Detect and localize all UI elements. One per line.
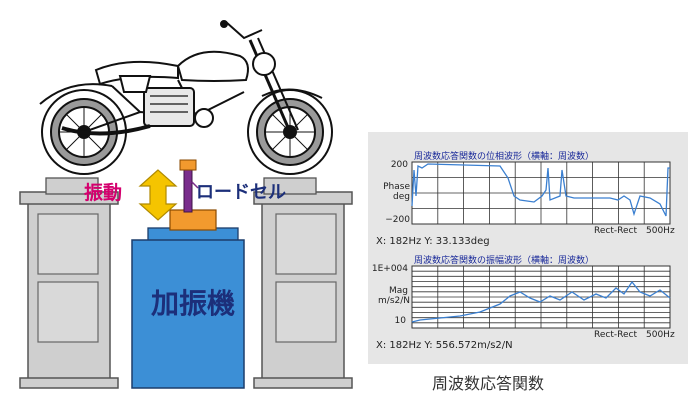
phase-trace	[411, 163, 670, 217]
shaker-mount	[169, 209, 217, 231]
phase-plot	[411, 161, 671, 225]
right-support-pillar	[253, 191, 353, 389]
phase-y-bottom-tick: −200	[385, 215, 410, 225]
magnitude-plot	[411, 265, 671, 329]
magnitude-y-top-tick: 1E+004	[371, 264, 408, 274]
magnitude-trace	[411, 280, 671, 323]
phase-readout: X: 182Hz Y: 33.133deg	[376, 236, 490, 247]
push-rod	[183, 163, 193, 213]
magnitude-ylabel-1: Mag	[389, 286, 408, 296]
front-wheel-pad	[263, 177, 317, 195]
frf-caption: 周波数応答関数	[432, 374, 545, 393]
phase-coord-label: Rect-Rect	[594, 226, 637, 236]
loadcell-label: ロードセル	[196, 182, 286, 203]
shaker-label: 加振機	[150, 287, 235, 320]
phase-x-end-label: 500Hz	[646, 226, 675, 236]
magnitude-ylabel-2: m/s2/N	[378, 296, 410, 306]
magnitude-plot-title: 周波数応答関数の振幅波形（横軸：周波数）	[414, 256, 595, 266]
magnitude-x-end-label: 500Hz	[646, 330, 675, 340]
phase-plot-title: 周波数応答関数の位相波形（横軸：周波数）	[414, 152, 595, 162]
magnitude-coord-label: Rect-Rect	[594, 330, 637, 340]
rear-wheel-pad	[45, 177, 99, 195]
motorcycle	[39, 20, 333, 175]
phase-grid	[412, 162, 670, 224]
vibration-label: 振動	[84, 182, 123, 204]
magnitude-y-bottom-tick: 10	[394, 316, 406, 326]
magnitude-readout: X: 182Hz Y: 556.572m/s2/N	[376, 340, 513, 351]
left-support-pillar	[19, 191, 119, 389]
vibration-arrow	[138, 169, 178, 221]
phase-ylabel-1: Phase	[383, 182, 410, 192]
loadcell-pointer	[191, 181, 199, 189]
shaker-unit	[131, 227, 245, 389]
load-cell	[179, 159, 197, 171]
phase-y-top-tick: 200	[390, 160, 408, 170]
phase-ylabel-2: deg	[393, 192, 410, 202]
